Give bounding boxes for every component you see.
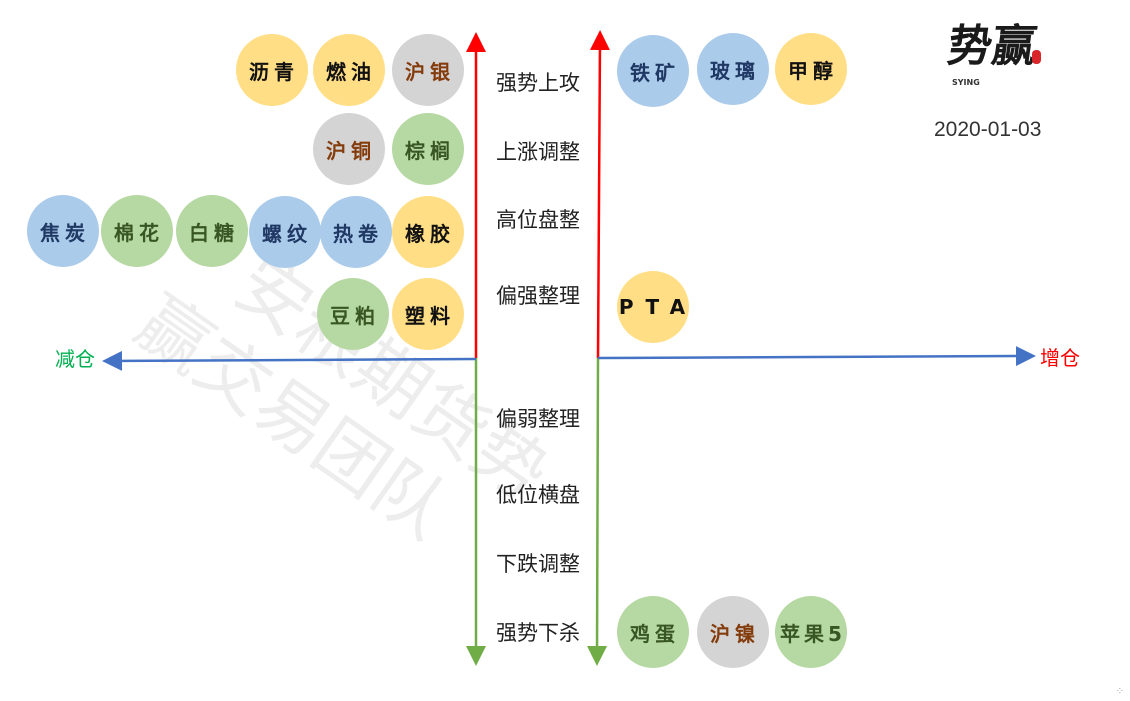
stage-label: 强势上攻: [496, 71, 580, 95]
stage-label: 强势下杀: [496, 621, 580, 645]
increase-axis-arrow: [597, 346, 1036, 367]
corner-mark: ⁘: [1115, 686, 1124, 697]
commodity-bubble: 沪银: [392, 34, 464, 106]
stage-label: 下跌调整: [496, 552, 580, 576]
commodity-bubble: 鸡蛋: [617, 596, 689, 668]
commodity-bubble: 铁矿: [617, 35, 689, 107]
commodity-bubble: 螺纹: [249, 196, 321, 268]
commodity-bubble: 棉花: [101, 195, 173, 267]
stage-label: 上涨调整: [496, 140, 580, 164]
stage-label: 高位盘整: [496, 208, 580, 232]
commodity-bubble: 棕榈: [392, 113, 464, 185]
commodity-bubble: 豆粕: [317, 278, 389, 350]
right-up-arrow: [589, 30, 610, 359]
logo-mark: 势赢: [944, 21, 1040, 72]
right-down-arrow: [587, 357, 608, 666]
brand-logo: 势赢 SYING: [944, 21, 1048, 107]
seal-icon: [1032, 50, 1041, 64]
commodity-bubble: 焦炭: [27, 195, 99, 267]
decrease-axis-arrow: [102, 350, 477, 371]
commodity-bubble: 燃油: [313, 34, 385, 106]
commodity-bubble: 白糖: [176, 195, 248, 267]
stage-label: 偏强整理: [496, 284, 580, 308]
increase-label: 增仓: [1040, 346, 1080, 370]
stage-label: 低位横盘: [496, 483, 580, 507]
commodity-bubble: PTA: [617, 271, 689, 343]
commodity-bubble: 玻璃: [697, 33, 769, 105]
date-label: 2020-01-03: [934, 118, 1042, 141]
decrease-label: 减仓: [55, 347, 95, 371]
commodity-bubble: 橡胶: [392, 196, 464, 268]
commodity-bubble: 塑料: [392, 278, 464, 350]
commodity-bubble: 沪镍: [697, 596, 769, 668]
commodity-bubble: 沥青: [236, 34, 308, 106]
commodity-bubble: 甲醇: [775, 33, 847, 105]
stage-label: 偏弱整理: [496, 407, 580, 431]
commodity-bubble: 苹果5: [775, 596, 847, 668]
logo-sub: SYING: [952, 78, 980, 87]
commodity-bubble: 热卷: [320, 196, 392, 268]
commodity-bubble: 沪铜: [313, 113, 385, 185]
